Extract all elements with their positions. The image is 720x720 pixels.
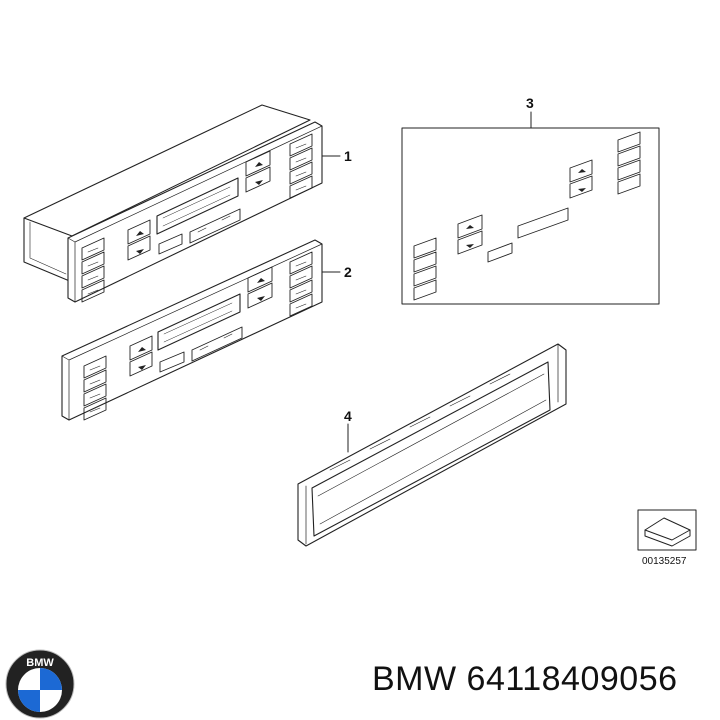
part-3-lower-left-buttons <box>413 237 437 301</box>
part-1-button <box>289 147 313 171</box>
part-3-button-column <box>413 237 437 301</box>
part-3-arrow-pair <box>457 214 483 255</box>
part-2-panel-outline <box>61 239 323 421</box>
part-2-left-arrows <box>129 335 153 377</box>
part-2-button <box>289 251 313 275</box>
part-1-housing-top <box>23 104 311 237</box>
part-2-arrow-down-button <box>129 351 153 377</box>
part-1-button <box>289 133 313 157</box>
part-2-panel-bevel <box>61 243 323 421</box>
part-2-display-lines <box>163 302 233 343</box>
part-4-inner-opening <box>311 361 551 537</box>
part-2-button <box>83 383 107 407</box>
part-1-button <box>81 279 105 303</box>
part-2-right-buttons <box>289 251 313 317</box>
part-2-display <box>157 293 241 351</box>
part-1-mode-button <box>158 233 183 255</box>
part-4-frame-inner-lines <box>317 373 547 525</box>
part-2-left-buttons <box>83 355 107 421</box>
part-1-button <box>81 251 105 275</box>
bmw-logo-blue-quadrant <box>40 668 62 690</box>
part-3-arrow-pair <box>569 159 593 199</box>
part-1-housing-side <box>23 217 73 283</box>
part-2-button <box>289 265 313 289</box>
part-3-button-column <box>617 131 641 195</box>
part-1-button-marks <box>87 247 99 295</box>
callout-2: 2 <box>344 264 352 280</box>
part-1-button <box>81 237 105 261</box>
part-1-arrow-down-button <box>127 235 151 261</box>
bmw-logo: BMW <box>5 649 75 719</box>
part-2-arrow-down-button <box>247 282 273 309</box>
part-4-trim-frame <box>297 343 567 547</box>
part-3-frame <box>401 127 660 305</box>
callout-4: 4 <box>344 408 352 424</box>
part-1-rocker-marks <box>197 215 231 233</box>
part-1-right-buttons <box>289 133 313 199</box>
part-1-left-buttons <box>81 237 105 303</box>
bmw-logo-lettering: BMW <box>26 657 54 669</box>
part-2-mode-button <box>159 351 185 373</box>
reference-icon <box>637 509 697 551</box>
part-1-housing-edge <box>29 221 67 275</box>
part-3-fan-rocker <box>517 207 569 239</box>
part-1-display <box>156 177 239 235</box>
part-2-right-arrows <box>247 266 273 309</box>
part-2-arrow-up-button <box>129 335 153 361</box>
part-4-frame-edge <box>305 343 559 545</box>
part-2-button <box>83 355 107 379</box>
reference-arrow-icon <box>644 517 691 541</box>
reference-icon-box <box>637 509 697 551</box>
part-4-clip-marks <box>329 373 511 471</box>
part-1-front-panel <box>67 121 323 303</box>
reference-number: 00135257 <box>642 556 687 567</box>
part-1-left-arrows <box>127 219 151 261</box>
part-1-button <box>289 161 313 185</box>
part-2-rocker-marks <box>199 333 233 351</box>
part-2-button <box>83 369 107 393</box>
part-1-right-arrows <box>245 150 271 193</box>
part-number-caption: BMW 64118409056 <box>372 660 678 698</box>
part-2-fan-rocker <box>191 326 243 362</box>
part-2-button <box>83 397 107 421</box>
callout-3: 3 <box>526 95 534 111</box>
part-1-button-marks <box>295 143 307 191</box>
part-2-arrow-up-button <box>247 266 273 293</box>
part-2-button <box>289 293 313 317</box>
bmw-logo-blue-quadrant <box>18 690 40 712</box>
part-3-button-set <box>401 111 660 305</box>
part-1-arrow-up-button <box>245 150 271 177</box>
part-1-display-lines <box>162 186 231 227</box>
part-1-arrow-down-button <box>245 166 271 193</box>
callout-1: 1 <box>344 148 352 164</box>
part-3-mode-button <box>487 242 513 263</box>
part-3-middle-buttons <box>457 207 569 263</box>
part-1-control-unit <box>23 104 323 303</box>
part-2-button-marks <box>295 261 307 309</box>
part-3-upper-right-buttons <box>569 131 641 199</box>
part-1-button <box>289 175 313 199</box>
part-2-button <box>289 279 313 303</box>
bmw-logo-rim <box>5 649 75 719</box>
part-1-button <box>81 265 105 289</box>
part-2-button-marks <box>89 365 101 413</box>
reference-arrow-icon-side <box>644 529 691 547</box>
part-2-front-panel <box>61 239 323 421</box>
part-1-fan-rocker <box>189 208 241 244</box>
part-1-arrow-up-button <box>127 219 151 245</box>
